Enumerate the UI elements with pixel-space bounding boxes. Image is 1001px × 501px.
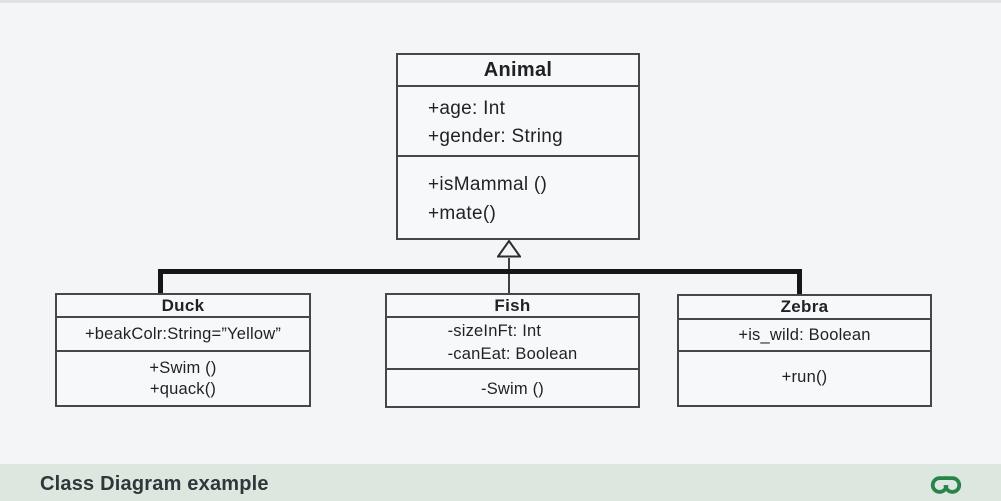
class-methods-animal: +isMammal () +mate() [398, 157, 638, 238]
connector-drop-duck [158, 269, 163, 293]
class-method: -Swim () [481, 379, 544, 398]
class-attribute: -sizeInFt: Int [447, 322, 542, 340]
class-attributes-animal: +age: Int +gender: String [398, 87, 638, 157]
class-attribute: +age: Int [428, 98, 506, 119]
class-method: +Swim () [149, 358, 217, 377]
footer-bar: Class Diagram example [0, 464, 1001, 501]
class-methods-zebra: +run() [679, 352, 930, 403]
class-box-duck: Duck +beakColr:String=”Yellow” +Swim () … [55, 293, 311, 407]
class-attribute: +gender: String [428, 126, 563, 147]
class-method: +quack() [149, 379, 217, 398]
connector-stem-line [508, 258, 510, 293]
connector-horizontal-line [158, 269, 802, 274]
class-attributes-zebra: +is_wild: Boolean [679, 320, 930, 352]
class-attributes-fish: -sizeInFt: Int -canEat: Boolean [387, 318, 638, 370]
footer-caption: Class Diagram example [40, 472, 269, 495]
connector-drop-zebra [797, 269, 802, 294]
class-attribute: +beakColr:String=”Yellow” [84, 324, 282, 343]
class-method: +mate() [428, 203, 497, 224]
class-box-zebra: Zebra +is_wild: Boolean +run() [677, 294, 932, 407]
class-attributes-duck: +beakColr:String=”Yellow” [57, 318, 309, 352]
class-method: +run() [781, 368, 828, 386]
class-method: +isMammal () [428, 174, 548, 195]
inheritance-triangle-icon [497, 240, 521, 258]
geeksforgeeks-logo-icon [929, 473, 963, 495]
class-name-duck: Duck [57, 295, 309, 318]
class-attribute: +is_wild: Boolean [738, 325, 871, 344]
class-name-animal: Animal [398, 55, 638, 87]
class-name-zebra: Zebra [679, 296, 930, 320]
class-attribute: -canEat: Boolean [447, 345, 578, 363]
class-methods-fish: -Swim () [387, 370, 638, 408]
class-box-animal: Animal +age: Int +gender: String +isMamm… [396, 53, 640, 240]
class-box-fish: Fish -sizeInFt: Int -canEat: Boolean -Sw… [385, 293, 640, 408]
class-attribute-block: -sizeInFt: Int -canEat: Boolean [448, 320, 578, 366]
class-methods-duck: +Swim () +quack() [57, 352, 309, 405]
class-name-fish: Fish [387, 295, 638, 318]
